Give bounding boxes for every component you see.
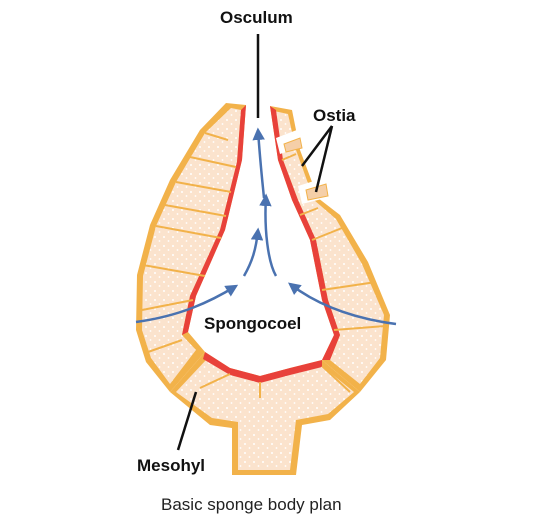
cell-divisions bbox=[141, 132, 387, 398]
base-collar-cells bbox=[203, 352, 322, 383]
mesohyl-label: Mesohyl bbox=[137, 456, 206, 475]
spongocoel-label: Spongocoel bbox=[204, 314, 302, 333]
flow-arrow-up-upper bbox=[252, 127, 266, 199]
left-collar-cells bbox=[182, 105, 246, 335]
flow-arrow-right-entry bbox=[288, 282, 397, 326]
right-collar-cells bbox=[270, 106, 340, 360]
base-mesohyl bbox=[176, 360, 354, 470]
leader-lines bbox=[176, 34, 334, 451]
ostia-leader-line-upper bbox=[301, 125, 333, 167]
body-base bbox=[170, 352, 360, 475]
body-wall-right bbox=[270, 106, 390, 392]
flow-arrow-inner-right bbox=[259, 193, 278, 277]
ostia-leader-line-lower bbox=[314, 125, 334, 193]
osculum-label: Osculum bbox=[220, 8, 293, 27]
flow-arrow-inner-left bbox=[242, 227, 264, 277]
mesohyl-leader-line bbox=[176, 391, 198, 451]
pore-cell-upper bbox=[283, 137, 303, 153]
ostia-label: Ostia bbox=[313, 106, 356, 125]
figure-caption: Basic sponge body plan bbox=[161, 495, 342, 514]
right-wall-mesohyl bbox=[274, 111, 384, 384]
flow-arrow-left-entry bbox=[135, 284, 239, 324]
water-flow-arrows bbox=[135, 127, 397, 326]
body-wall-left bbox=[136, 103, 246, 392]
